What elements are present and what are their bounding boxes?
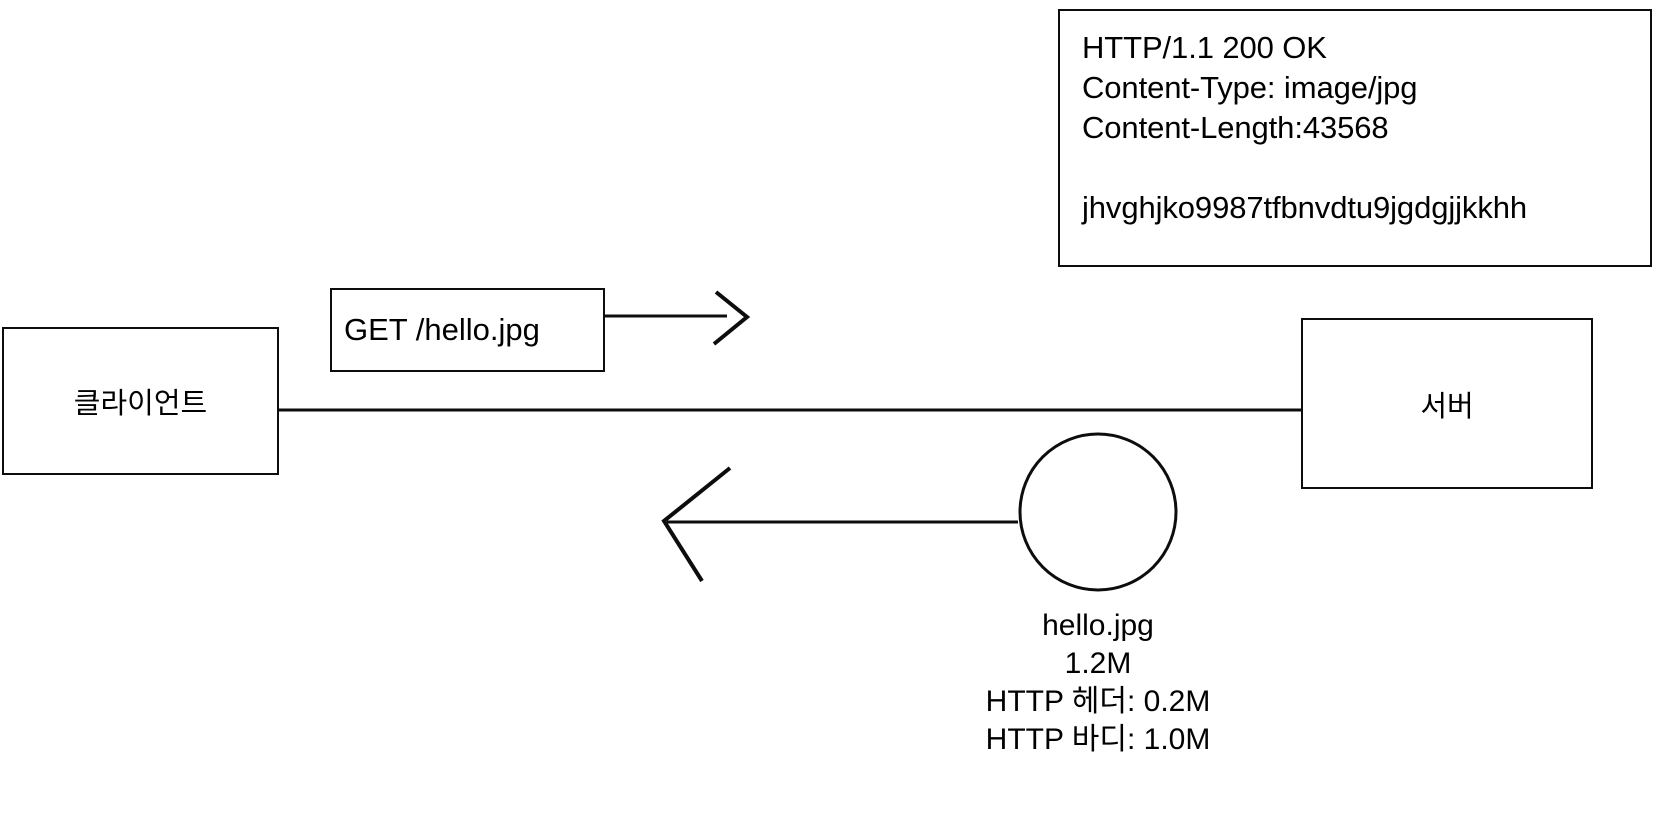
payload-body-size: HTTP 바디: 1.0M xyxy=(985,723,1211,756)
client-node-label: 클라이언트 xyxy=(73,388,208,420)
payload-filename: hello.jpg xyxy=(1042,609,1154,642)
http-header-content-length: Content-Length:43568 xyxy=(1082,110,1389,145)
payload-circle xyxy=(1018,432,1178,592)
server-node: 서버 xyxy=(1301,318,1593,489)
payload-caption: hello.jpg 1.2M HTTP 헤더: 0.2M HTTP 바디: 1.… xyxy=(898,607,1298,759)
payload-total-size: 1.2M xyxy=(1064,647,1132,680)
request-label-text: GET /hello.jpg xyxy=(344,312,540,347)
http-header-content-type: Content-Type: image/jpg xyxy=(1082,70,1418,105)
request-arrow-head-icon xyxy=(712,290,751,346)
request-label-box: GET /hello.jpg xyxy=(330,288,605,372)
http-header-body-separator xyxy=(1082,148,1650,188)
payload-header-size: HTTP 헤더: 0.2M xyxy=(985,685,1211,718)
response-arrow-head-icon xyxy=(661,466,732,583)
client-node: 클라이언트 xyxy=(2,327,279,475)
http-body-payload: jhvghjko9987tfbnvdtu9jgdgjjkkhh xyxy=(1082,190,1528,225)
http-status-line: HTTP/1.1 200 OK xyxy=(1082,30,1327,65)
http-response-box: HTTP/1.1 200 OK Content-Type: image/jpg … xyxy=(1058,9,1652,267)
server-node-label: 서버 xyxy=(1420,390,1474,423)
